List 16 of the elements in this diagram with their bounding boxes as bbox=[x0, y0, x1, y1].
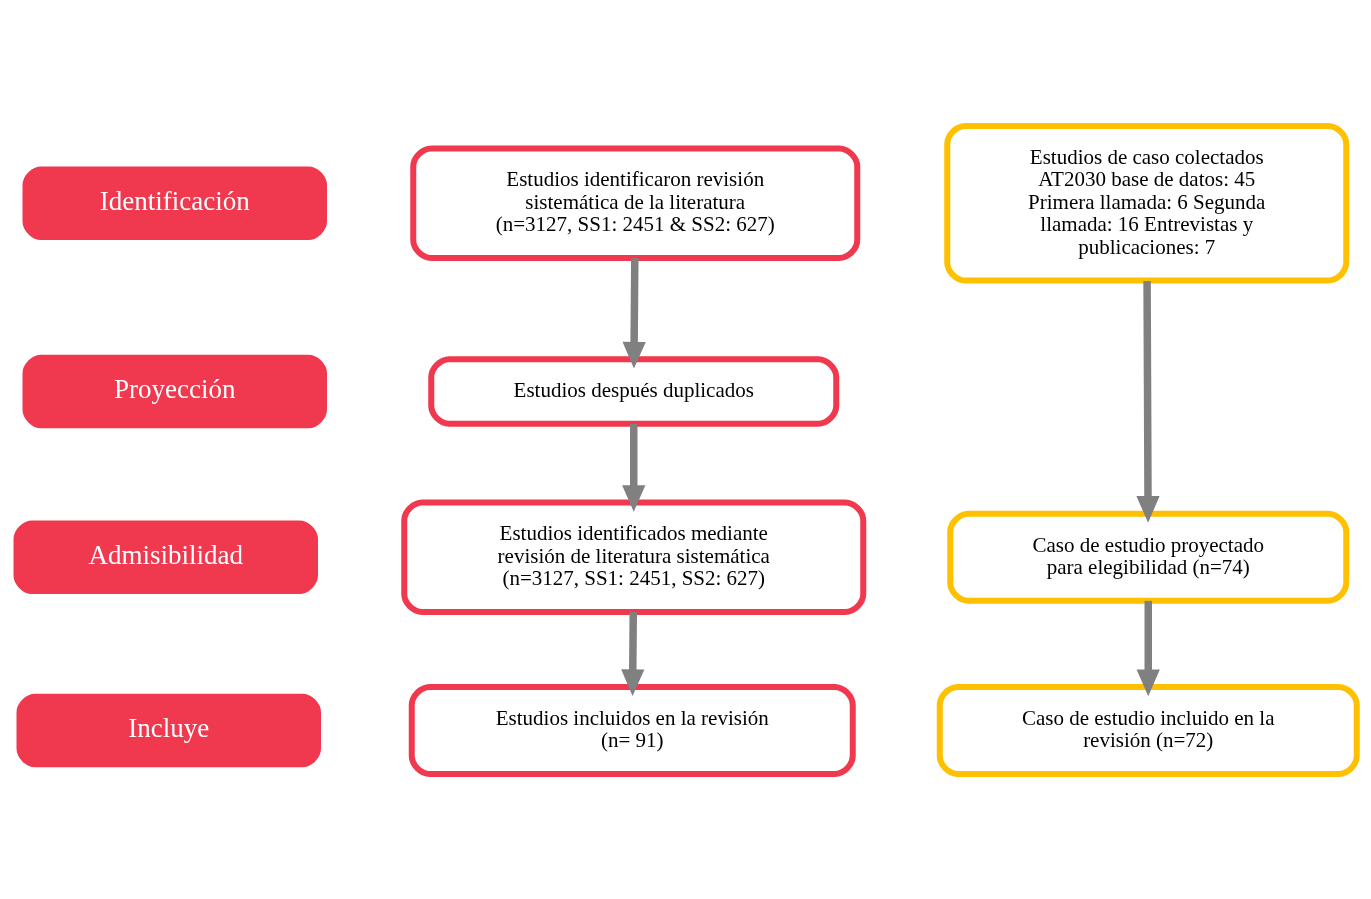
node-box: Incluye bbox=[16, 693, 321, 767]
node-box: Caso de estudio incluido en la revisión (n=72) bbox=[936, 683, 1360, 777]
arrow bbox=[622, 423, 646, 512]
node-box: Estudios incluidos en la revisión (n= 91) bbox=[408, 683, 856, 777]
arrow bbox=[621, 611, 645, 696]
node-box: Caso de estudio proyectado para elegibilidad (n=74) bbox=[947, 510, 1350, 604]
node-box: Proyección bbox=[22, 354, 327, 428]
node-box: Admisibilidad bbox=[13, 520, 318, 594]
arrow bbox=[1136, 600, 1160, 696]
arrow bbox=[622, 257, 646, 368]
node-box: Estudios identificados mediante revisión de literatura sistemática (n=3127, SS1: 2451, SS2: 627) bbox=[401, 499, 867, 615]
arrow bbox=[1136, 280, 1160, 523]
node-box: Estudios después duplicados bbox=[428, 355, 840, 427]
node-box: Estudios de caso colectados AT2030 base de datos: 45 Primera llamada: 6 Segunda llamada: 16 Entrevistas y publicaciones: 7 bbox=[944, 122, 1350, 283]
node-box: Estudios identificaron revisión sistemática de la literatura (n=3127, SS1: 2451 & SS2: 627) bbox=[410, 145, 861, 261]
node-box: Identificación bbox=[22, 166, 327, 240]
